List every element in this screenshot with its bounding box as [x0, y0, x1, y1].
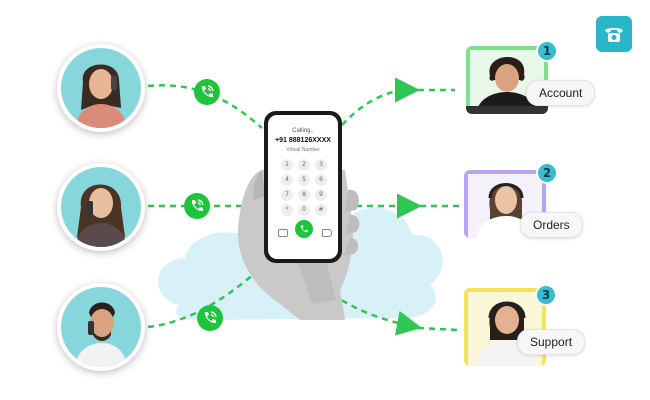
add-contact-icon	[278, 229, 288, 237]
person-icon	[75, 302, 127, 367]
keypad-key[interactable]: 9	[315, 189, 327, 201]
person-icon	[75, 184, 127, 247]
call-button-icon[interactable]	[295, 220, 313, 238]
agent-3-photo	[464, 288, 546, 366]
number-type: Virtual Number	[286, 147, 320, 153]
connector-agent-1	[341, 77, 420, 126]
phone-ring-icon	[197, 305, 223, 331]
person-icon	[75, 64, 127, 128]
call-status: Calling..	[292, 128, 314, 134]
caller-2	[57, 163, 145, 251]
agent-2-number: 2	[536, 162, 558, 184]
keypad-key[interactable]: 2	[298, 159, 310, 171]
agent-2-label: Orders	[520, 212, 583, 238]
phone-screen: Calling.. +91 888126XXXX Virtual Number …	[268, 115, 338, 259]
caller-3	[57, 283, 145, 371]
dialed-number: +91 888126XXXX	[275, 137, 331, 144]
phone-ring-icon	[184, 193, 210, 219]
smartphone: Calling.. +91 888126XXXX Virtual Number …	[264, 111, 342, 263]
connector-caller-3	[147, 261, 269, 329]
keypad-key[interactable]: 6	[315, 174, 327, 186]
keypad-key[interactable]: 7	[281, 189, 293, 201]
caller-1	[57, 44, 145, 132]
agent-3-label: Support	[517, 329, 586, 355]
keypad-key[interactable]: 4	[281, 174, 293, 186]
phone-ring-icon	[194, 79, 220, 105]
keypad-key[interactable]: 5	[298, 174, 310, 186]
connector-agent-3-b	[417, 326, 459, 332]
keypad-key[interactable]: #	[315, 204, 327, 216]
keypad-key[interactable]: 0	[298, 204, 310, 216]
agent-1-number: 1	[536, 40, 558, 62]
agent-3-number: 3	[535, 284, 557, 306]
keypad-key[interactable]: 8	[298, 189, 310, 201]
agent-1-label: Account	[526, 80, 596, 106]
backspace-icon[interactable]	[322, 229, 332, 237]
keypad-key[interactable]: 3	[315, 159, 327, 171]
keypad-key[interactable]: 1	[281, 159, 293, 171]
phone-logo-icon	[596, 16, 632, 52]
keypad-key[interactable]: *	[281, 204, 293, 216]
